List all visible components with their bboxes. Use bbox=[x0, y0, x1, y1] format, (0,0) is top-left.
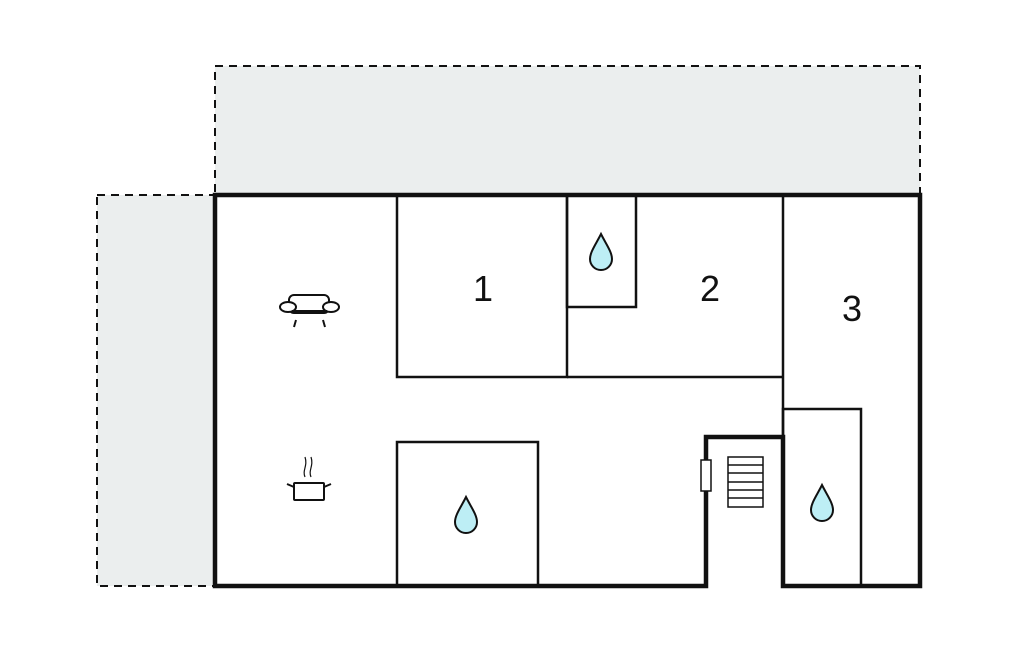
room-label-1: 1 bbox=[473, 268, 493, 309]
terrace-left bbox=[96, 194, 216, 587]
sofa-icon bbox=[279, 294, 340, 328]
stairs-icon bbox=[727, 456, 764, 508]
water-drop-icon bbox=[588, 231, 614, 271]
outer-wall bbox=[212, 192, 923, 589]
cooking-pot-icon bbox=[286, 456, 332, 501]
water-drop-icon bbox=[453, 494, 479, 534]
water-drop-icon bbox=[809, 482, 835, 522]
room-label-2: 2 bbox=[700, 268, 720, 309]
room-label-3: 3 bbox=[842, 288, 862, 329]
terrace-top bbox=[214, 65, 921, 195]
window bbox=[700, 459, 712, 492]
